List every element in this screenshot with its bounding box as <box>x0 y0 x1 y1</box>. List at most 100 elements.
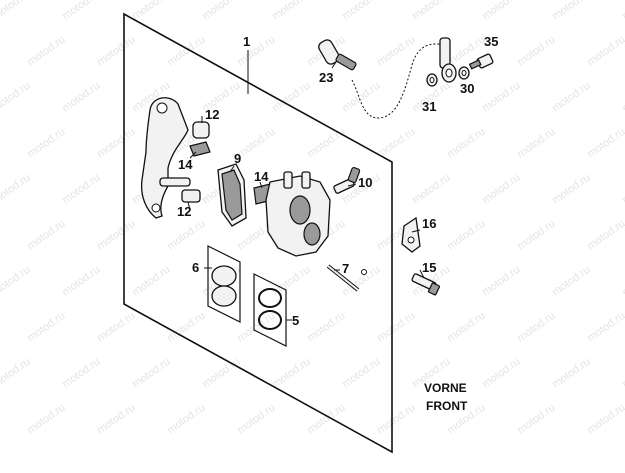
watermark-text: motod.ru <box>60 80 102 115</box>
watermark-text: motod.ru <box>165 218 207 253</box>
watermark-text: motod.ru <box>305 126 347 161</box>
washer-part-30 <box>458 66 470 80</box>
watermark-text: motod.ru <box>480 0 522 22</box>
leader-16 <box>411 229 421 233</box>
watermark-text: motod.ru <box>270 264 312 299</box>
leader-23 <box>331 61 337 69</box>
watermark-text: motod.ru <box>95 402 137 437</box>
leader-12b <box>187 201 191 211</box>
callout-9: 9 <box>234 151 241 166</box>
direction-label-line2: FRONT <box>426 399 468 413</box>
watermark-text: motod.ru <box>200 356 242 391</box>
callout-10: 10 <box>358 175 372 190</box>
watermark-text: motod.ru <box>165 402 207 437</box>
watermark-text: motod.ru <box>60 356 102 391</box>
watermark-text: motod.ru <box>445 310 487 345</box>
watermark-text: motod.ru <box>620 264 625 299</box>
watermark-text: motod.ru <box>480 264 522 299</box>
bolt-part-15 <box>411 273 441 296</box>
watermark-text: motod.ru <box>515 126 557 161</box>
watermark-text: motod.ru <box>25 218 67 253</box>
banjo-fitting-part <box>318 39 357 71</box>
watermark-text: motod.ru <box>585 218 625 253</box>
watermark-text: motod.ru <box>95 34 137 69</box>
watermark-text: motod.ru <box>235 310 277 345</box>
watermark-text: motod.ru <box>0 172 33 207</box>
watermark-text: motod.ru <box>550 80 592 115</box>
callout-6: 6 <box>192 260 199 275</box>
seal-kit-part-6 <box>207 245 241 323</box>
watermark-text: motod.ru <box>340 0 382 22</box>
bracket-hole-top <box>156 102 168 114</box>
leader-15 <box>419 269 425 279</box>
watermark-text: motod.ru <box>270 80 312 115</box>
watermark-text: motod.ru <box>445 218 487 253</box>
watermark-text: motod.ru <box>0 264 33 299</box>
watermark-text: motod.ru <box>620 356 625 391</box>
watermark-text: motod.ru <box>620 80 625 115</box>
parts-panel <box>123 12 393 454</box>
callout-23: 23 <box>319 70 333 85</box>
watermark-text: motod.ru <box>165 34 207 69</box>
watermark-text: motod.ru <box>340 356 382 391</box>
bushing-part-12-top <box>192 121 210 139</box>
bracket-hole-bottom <box>151 203 161 213</box>
watermark-text: motod.ru <box>550 356 592 391</box>
caliper-bracket-part <box>140 97 189 219</box>
watermark-text: motod.ru <box>515 310 557 345</box>
callout-30: 30 <box>460 81 474 96</box>
callout-12-top: 12 <box>205 107 219 122</box>
guide-pin-part <box>159 177 191 187</box>
bleeder-valve-part-10 <box>333 167 361 194</box>
watermark-text: motod.ru <box>95 310 137 345</box>
callout-14-left: 14 <box>178 157 193 172</box>
watermark-text: motod.ru <box>25 126 67 161</box>
watermark-text: motod.ru <box>0 80 33 115</box>
washer-part-31 <box>426 73 438 87</box>
watermark-text: motod.ru <box>620 172 625 207</box>
callout-14-right: 14 <box>254 169 269 184</box>
watermark-text: motod.ru <box>200 0 242 22</box>
leader-14b <box>259 181 263 189</box>
callout-15: 15 <box>422 260 436 275</box>
watermark-text: motod.ru <box>585 126 625 161</box>
watermark-text: motod.ru <box>95 218 137 253</box>
watermark-text: motod.ru <box>375 34 417 69</box>
watermark-text: motod.ru <box>130 264 172 299</box>
watermark-text: motod.ru <box>25 402 67 437</box>
watermark-text: motod.ru <box>445 126 487 161</box>
watermark-text: motod.ru <box>515 34 557 69</box>
watermark-text: motod.ru <box>480 80 522 115</box>
brake-pad-part-9 <box>217 163 247 227</box>
watermark-text: motod.ru <box>620 0 625 22</box>
plate-hole <box>407 236 415 244</box>
watermark-text: motod.ru <box>235 34 277 69</box>
watermark-text: motod.ru <box>550 172 592 207</box>
callout-7: 7 <box>342 261 349 276</box>
direction-label-line1: VORNE <box>424 381 467 395</box>
caliper-body-part <box>265 171 331 257</box>
watermark-text: motod.ru <box>585 402 625 437</box>
callout-1: 1 <box>243 34 250 49</box>
watermark-text: motod.ru <box>550 0 592 22</box>
watermark-text: motod.ru <box>60 0 102 22</box>
watermark-text: motod.ru <box>550 264 592 299</box>
callout-12-bottom: 12 <box>177 204 191 219</box>
watermark-text: motod.ru <box>375 310 417 345</box>
watermark-text: motod.ru <box>410 172 452 207</box>
leader-10 <box>347 183 357 187</box>
watermark-text: motod.ru <box>270 356 312 391</box>
watermark-text: motod.ru <box>515 218 557 253</box>
callout-31: 31 <box>422 99 436 114</box>
hose-fitting-part <box>439 37 457 83</box>
watermark-text: motod.ru <box>60 264 102 299</box>
watermark-text: motod.ru <box>0 0 33 22</box>
watermark-text: motod.ru <box>25 310 67 345</box>
callout-5: 5 <box>292 313 299 328</box>
watermark-text: motod.ru <box>480 172 522 207</box>
watermark-text: motod.ru <box>25 34 67 69</box>
watermark-text: motod.ru <box>305 310 347 345</box>
watermark-text: motod.ru <box>130 0 172 22</box>
watermark-text: motod.ru <box>375 402 417 437</box>
